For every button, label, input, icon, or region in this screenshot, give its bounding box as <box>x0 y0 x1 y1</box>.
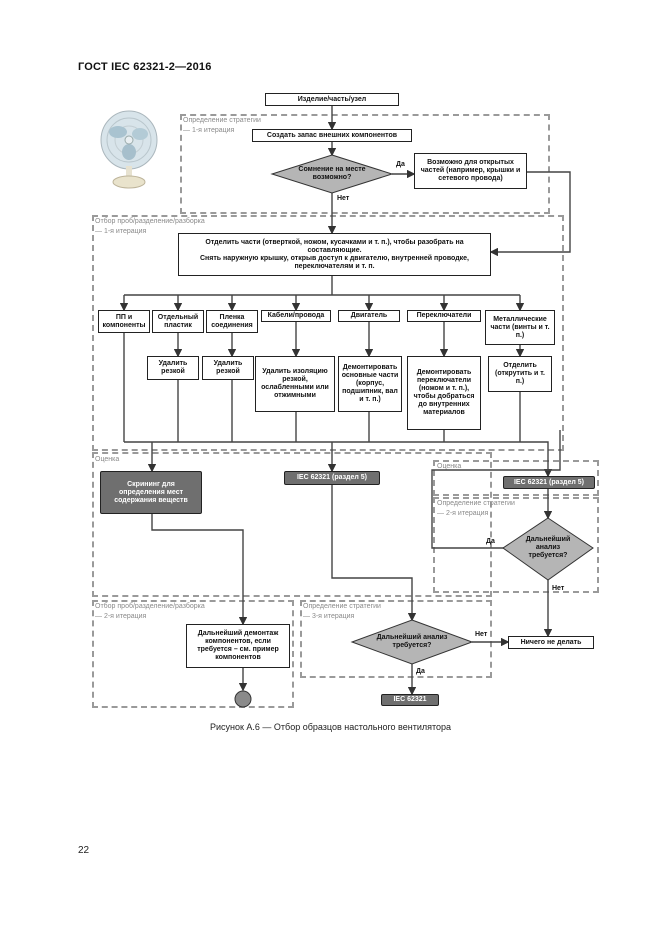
decision-further3-label: Дальнейший анализ требуется? <box>376 634 448 649</box>
label-yes-2: Да <box>486 538 495 545</box>
zone-prep-1 <box>92 215 564 451</box>
nothing-node: Ничего не делать <box>508 636 594 649</box>
iec-left-node: IEC 62321 (раздел 5) <box>284 471 380 485</box>
decision-further3-shape <box>350 619 474 665</box>
category-motor: Двигатель <box>338 310 400 322</box>
separate-text: Отделить части (отверткой, ножом, кусачк… <box>205 238 464 254</box>
zone-assess-right-title: Оценка <box>437 463 462 470</box>
zone-assess-right <box>433 460 599 496</box>
category-film: Пленка соединения <box>206 310 258 333</box>
action-plastic: Удалить резкой <box>147 356 199 380</box>
external-parts-node: Возможно для открытых частей (например, … <box>414 153 527 189</box>
screening-left-node: Скрининг для определения мест содержания… <box>100 471 202 514</box>
action-metal: Отделить (открутить и т. п.) <box>488 356 552 392</box>
decision-access-label: Сомнение на месте возможно? <box>298 166 366 181</box>
zone-prep-2-sub: — 2-я итерация <box>95 613 147 620</box>
category-pcb: ПП и компоненты <box>98 310 150 333</box>
label-no-1: Нет <box>337 195 350 202</box>
action-cable: Удалить изоляцию резкой, ослабленными ил… <box>255 356 335 412</box>
zone-define-1-sub: — 1-я итерация <box>183 127 235 134</box>
category-cable: Кабели/провода <box>261 310 331 322</box>
iec-right-node: IEC 62321 (раздел 5) <box>503 476 595 489</box>
label-yes-1: Да <box>396 161 405 168</box>
label-no-3: Нет <box>475 631 488 638</box>
zone-assess-left-title: Оценка <box>95 456 120 463</box>
zone-prep-1-sub: — 1-я итерация <box>95 228 147 235</box>
zone-prep-1-title: Отбор проб/разделение/разборка <box>95 218 205 225</box>
start-node: Изделие/часть/узел <box>265 93 399 106</box>
zone-prep-2-title: Отбор проб/разделение/разборка <box>95 603 205 610</box>
decision-further2-shape <box>502 517 594 581</box>
zone-define-3-title: Определение стратегии <box>303 603 381 610</box>
action-film: Удалить резкой <box>202 356 254 380</box>
zone-define-3 <box>300 600 492 678</box>
action-motor: Демонтировать основные части (корпус, по… <box>338 356 402 412</box>
desk-fan-photo <box>100 110 158 189</box>
decision-access-shape <box>270 154 394 194</box>
document-header: ГОСТ IEC 62321-2—2016 <box>78 61 212 73</box>
category-switch: Переключатели <box>407 310 481 322</box>
zone-prep-2 <box>92 600 294 708</box>
label-no-2: Нет <box>552 585 565 592</box>
zone-assess-left <box>92 452 492 597</box>
page-number: 22 <box>78 845 90 856</box>
category-metal: Металлические части (винты и т. п.) <box>485 310 555 345</box>
separate-node: Отделить части (отверткой, ножом, кусачк… <box>178 233 491 276</box>
zone-define-1 <box>180 114 550 214</box>
label-yes-3: Да <box>416 668 425 675</box>
iec-bottom-node: IEC 62321 <box>381 694 439 706</box>
terminal-circle <box>234 690 252 708</box>
category-plastic: Отдельный пластик <box>152 310 204 333</box>
zone-define-3-sub: — 3-я итерация <box>303 613 355 620</box>
zone-define-2-title: Определение стратегии <box>437 500 515 507</box>
zone-define-2-sub: — 2-я итерация <box>437 510 489 517</box>
remove-cover-text: Снять наружную крышку, открыв доступ к д… <box>199 254 469 270</box>
figure-caption: Рисунок А.6 — Отбор образцов настольного… <box>209 722 452 732</box>
inventory-node: Создать запас внешних компонентов <box>252 129 412 142</box>
action-switch: Демонтировать переключатели (ножом и т. … <box>407 356 481 430</box>
zone-define-2 <box>433 497 599 593</box>
zone-define-1-title: Определение стратегии <box>183 117 261 124</box>
decision-further2-label: Дальнейший анализ требуется? <box>525 536 571 559</box>
further-disassembly-node: Дальнейший демонтаж компонентов, если тр… <box>186 624 290 668</box>
